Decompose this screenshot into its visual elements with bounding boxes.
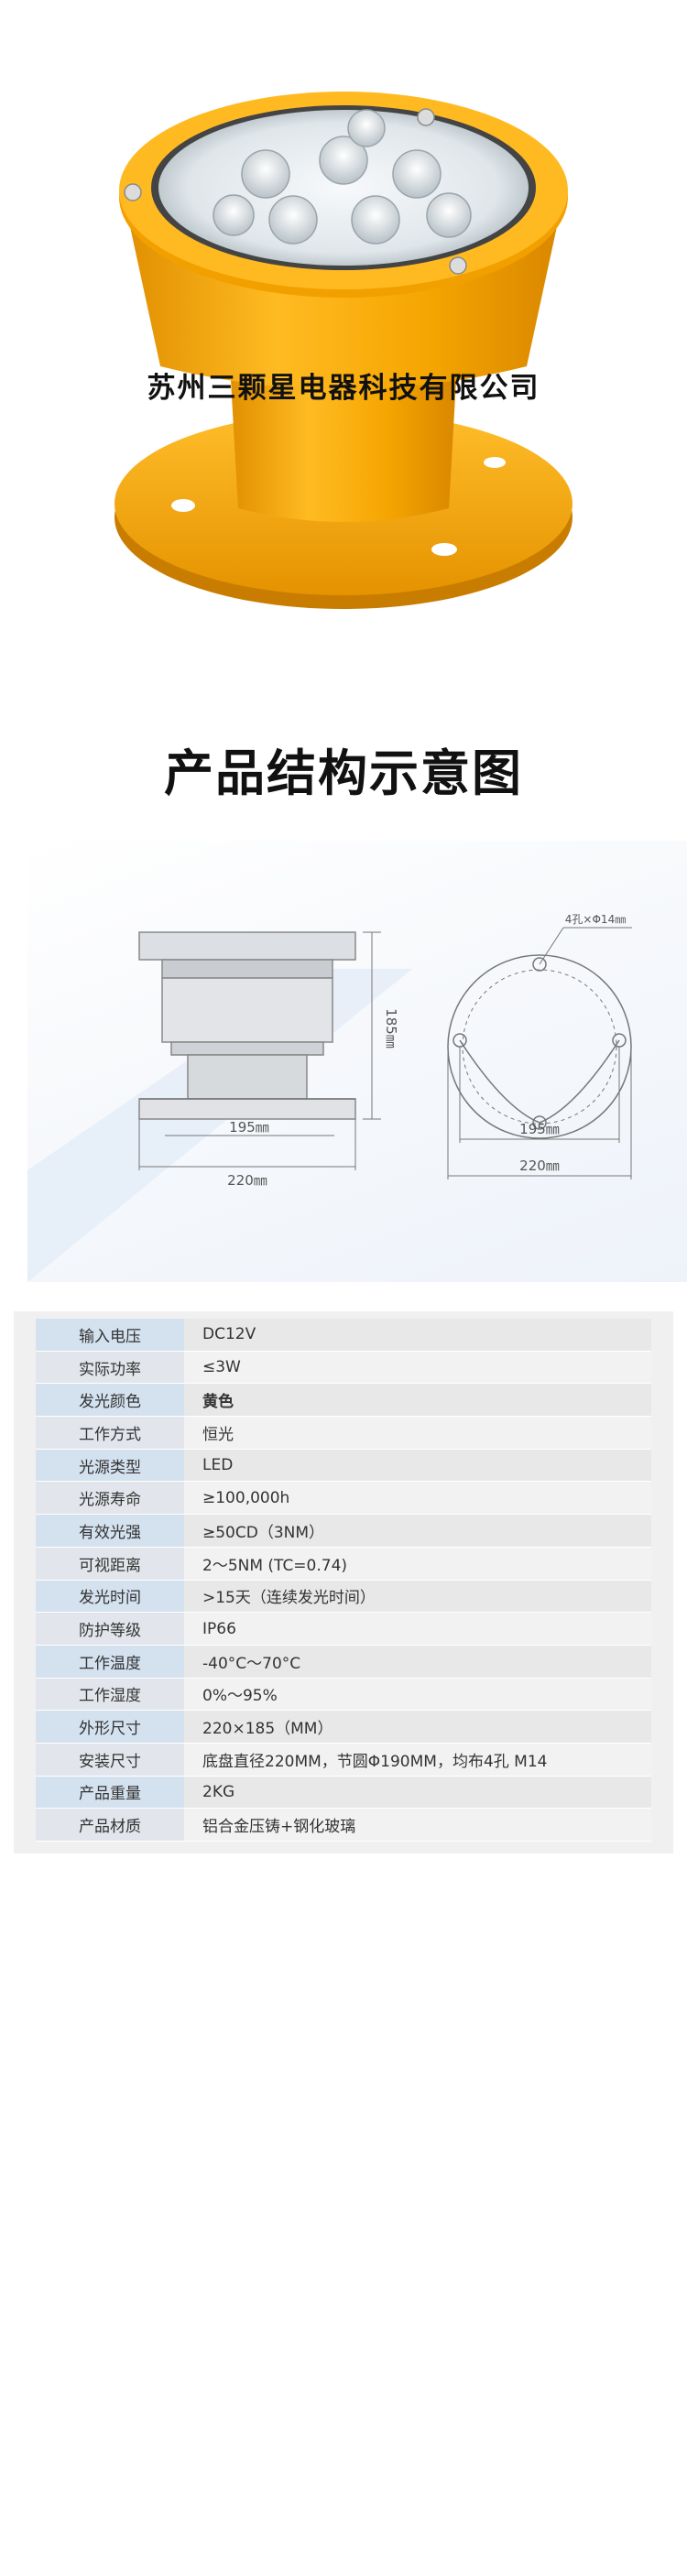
spec-key: 可视距离	[36, 1547, 184, 1581]
side-view	[138, 931, 356, 1120]
pitch-label: 195㎜	[519, 1121, 560, 1137]
spec-value: 铝合金压铸+钢化玻璃	[184, 1808, 651, 1842]
spec-key: 外形尺寸	[36, 1710, 184, 1744]
side-dimension-lines	[138, 931, 381, 1170]
spec-row: 安装尺寸底盘直径220MM，节圆Φ190MM，均布4孔 M14	[36, 1743, 651, 1777]
obstruction-light-illustration	[114, 92, 572, 609]
spec-row: 工作方式恒光	[36, 1416, 651, 1450]
top-outer-label: 220㎜	[519, 1158, 560, 1174]
spec-value: 恒光	[184, 1416, 651, 1450]
spec-key: 安装尺寸	[36, 1743, 184, 1777]
top-view	[447, 954, 632, 1139]
section-title: 产品结构示意图	[164, 745, 523, 802]
spec-key: 工作温度	[36, 1645, 184, 1679]
spec-row: 发光时间>15天（连续发光时间）	[36, 1580, 651, 1614]
spec-key: 有效光强	[36, 1514, 184, 1548]
spec-row: 光源寿命≥100,000h	[36, 1481, 651, 1516]
top-dimension-lines	[447, 927, 632, 1179]
spec-key: 工作方式	[36, 1416, 184, 1450]
spec-row: 实际功率≤3W	[36, 1351, 651, 1385]
spec-key: 产品重量	[36, 1776, 184, 1810]
inner-width-label: 195㎜	[229, 1119, 269, 1136]
dimension-drawing: 185㎜ 195㎜ 220㎜ 4孔×Φ14㎜ 195㎜ 220㎜	[27, 913, 632, 1282]
height-label: 185㎜	[383, 1008, 399, 1049]
spec-value: 底盘直径220MM，节圆Φ190MM，均布4孔 M14	[184, 1743, 651, 1777]
spec-key: 发光时间	[36, 1580, 184, 1614]
spec-key: 发光颜色	[36, 1383, 184, 1418]
spec-key: 光源类型	[36, 1449, 184, 1483]
spec-key: 实际功率	[36, 1351, 184, 1385]
spec-value: >15天（连续发光时间）	[184, 1580, 651, 1614]
spec-value: ≥100,000h	[184, 1481, 651, 1516]
spec-value: 2KG	[184, 1776, 651, 1810]
product-photo: 苏州三颗星电器科技有限公司	[0, 0, 687, 641]
spec-value: ≥50CD（3NM）	[184, 1514, 651, 1548]
spec-key: 产品材质	[36, 1808, 184, 1842]
structure-diagram: 185㎜ 195㎜ 220㎜ 4孔×Φ14㎜ 195㎜ 220㎜	[27, 841, 687, 1282]
spec-row: 产品材质铝合金压铸+钢化玻璃	[36, 1808, 651, 1842]
spec-value: -40°C～70°C	[184, 1645, 651, 1679]
spec-key: 输入电压	[36, 1319, 184, 1352]
spec-value: DC12V	[184, 1319, 651, 1352]
spec-row: 发光颜色黄色	[36, 1383, 651, 1418]
spec-value: 2～5NM (TC=0.74)	[184, 1547, 651, 1581]
spec-value: ≤3W	[184, 1351, 651, 1385]
holes-label: 4孔×Φ14㎜	[565, 913, 626, 926]
spec-key: 防护等级	[36, 1612, 184, 1646]
spec-value: 黄色	[184, 1383, 651, 1418]
spec-value: 0%～95%	[184, 1678, 651, 1712]
company-watermark: 苏州三颗星电器科技有限公司	[147, 372, 540, 405]
spec-row: 有效光强≥50CD（3NM）	[36, 1514, 651, 1548]
spec-value: LED	[184, 1449, 651, 1483]
spec-value: 220×185（MM）	[184, 1710, 651, 1744]
spec-value: IP66	[184, 1612, 651, 1646]
spec-key: 光源寿命	[36, 1481, 184, 1516]
spec-key: 工作湿度	[36, 1678, 184, 1712]
outer-width-label: 220㎜	[227, 1172, 267, 1189]
spec-row: 工作温度-40°C～70°C	[36, 1645, 651, 1679]
